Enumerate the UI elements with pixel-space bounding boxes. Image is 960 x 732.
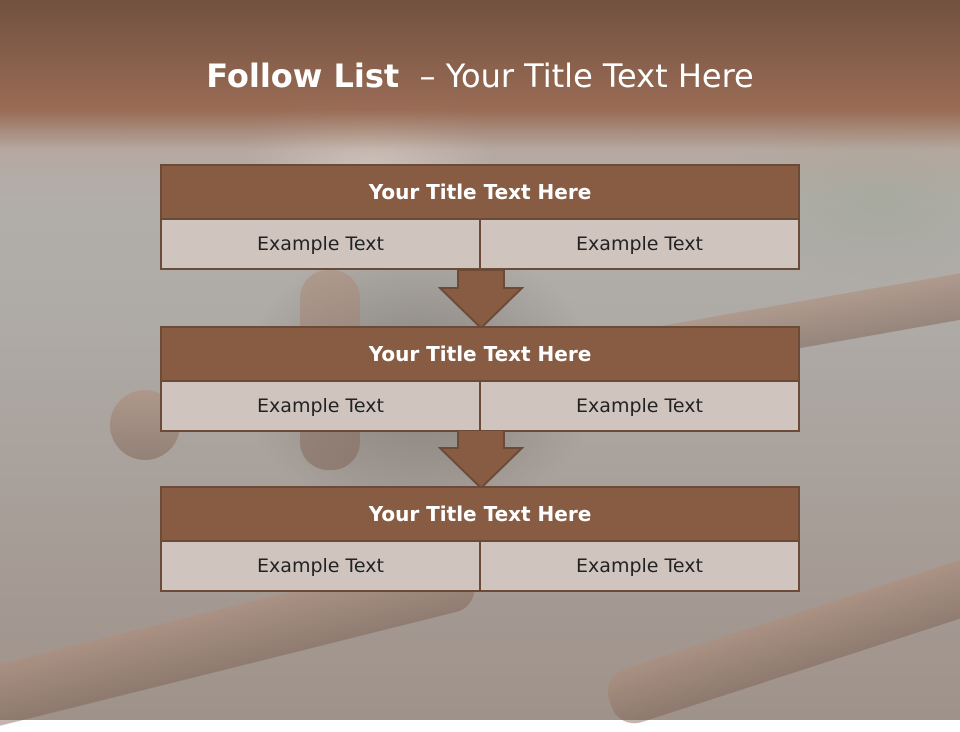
step-cell-right: Example Text [481, 542, 800, 592]
slide-title-bold: Follow List [206, 57, 400, 95]
step-cell-right: Example Text [481, 220, 800, 270]
step-row: Example Text Example Text [160, 220, 800, 270]
down-arrow-icon [438, 430, 524, 490]
step-row: Example Text Example Text [160, 382, 800, 432]
step-cell-right: Example Text [481, 382, 800, 432]
step-row: Example Text Example Text [160, 542, 800, 592]
step-block-2: Your Title Text Here Example Text Exampl… [160, 326, 800, 432]
step-block-3: Your Title Text Here Example Text Exampl… [160, 486, 800, 592]
step-cell-left: Example Text [160, 220, 481, 270]
slide-title-rest: – Your Title Text Here [399, 57, 754, 95]
step-title: Your Title Text Here [160, 326, 800, 382]
slide-title: Follow List – Your Title Text Here [0, 52, 960, 100]
down-arrow-icon [438, 270, 524, 330]
step-title: Your Title Text Here [160, 486, 800, 542]
step-block-1: Your Title Text Here Example Text Exampl… [160, 164, 800, 270]
step-cell-left: Example Text [160, 542, 481, 592]
step-cell-left: Example Text [160, 382, 481, 432]
step-title: Your Title Text Here [160, 164, 800, 220]
